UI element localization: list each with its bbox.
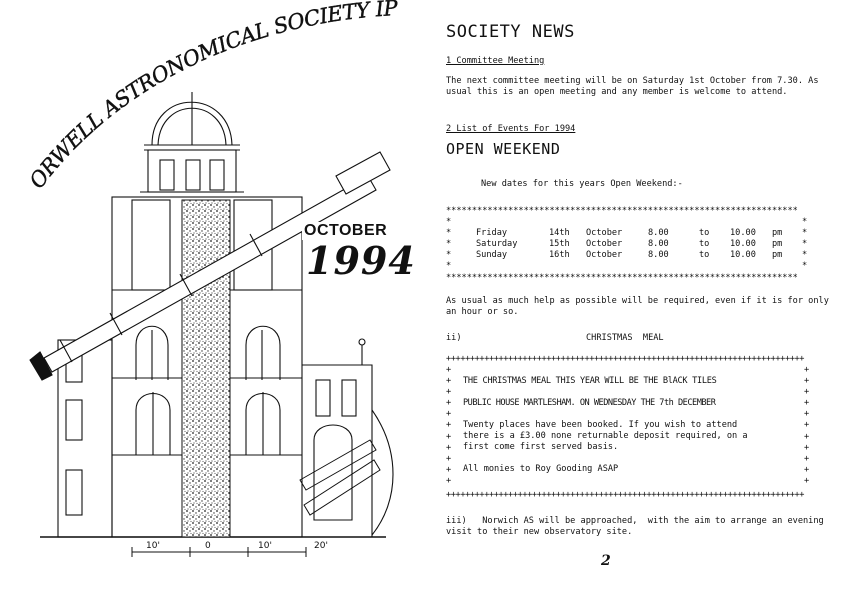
- christmas-line: there is a £3.00 none returnable deposit…: [463, 431, 748, 441]
- event-start: 8.00: [648, 239, 669, 249]
- open-weekend-title: OPEN WEEKEND: [446, 140, 561, 158]
- plus-side-right: + + + + + + + + + + +: [804, 365, 810, 486]
- committee-heading: 1 Committee Meeting: [446, 56, 545, 66]
- scale-bar: [131, 547, 307, 557]
- committee-paragraph: The next committee meeting will be on Sa…: [446, 76, 819, 97]
- event-start: 8.00: [648, 228, 669, 238]
- christmas-line: PUBLIC HOUSE MARTLESHAM. ON WEDNESDAY TH…: [463, 398, 716, 408]
- star-side: *: [446, 239, 452, 249]
- christmas-number: ii): [446, 333, 462, 343]
- norwich-paragraph: iii) Norwich AS will be approached, with…: [446, 516, 829, 537]
- event-ampm: pm: [772, 239, 783, 249]
- event-to: to: [699, 228, 710, 238]
- christmas-line: THE CHRISTMAS MEAL THIS YEAR WILL BE THE…: [463, 376, 717, 386]
- star-side: *: [446, 261, 452, 271]
- star-side: *: [446, 228, 452, 238]
- christmas-line: All monies to Roy Gooding ASAP: [463, 464, 619, 474]
- page-title: SOCIETY NEWS: [446, 22, 575, 42]
- event-end: 10.00: [730, 228, 756, 238]
- cover-page: ORWELL ASTRONOMICAL SOCIETY IPSWICH: [0, 0, 416, 557]
- scale-label: 0: [205, 541, 211, 551]
- christmas-title: CHRISTMAS MEAL: [586, 333, 664, 343]
- star-side: *: [446, 250, 452, 260]
- cover-year: 1994: [306, 238, 416, 283]
- event-month: October: [586, 239, 623, 249]
- scale-label: 10': [146, 541, 160, 551]
- open-weekend-intro: New dates for this years Open Weekend:-: [481, 179, 683, 189]
- event-day: Saturday: [476, 239, 518, 249]
- plus-border-top: ++++++++++++++++++++++++++++++++++++++++…: [446, 354, 805, 364]
- christmas-line: Twenty places have been booked. If you w…: [463, 420, 738, 430]
- star-border-bottom: ****************************************…: [446, 273, 798, 283]
- scale-label: 10': [258, 541, 272, 551]
- cover-month: OCTOBER: [302, 222, 390, 240]
- star-side: *: [802, 228, 808, 238]
- scale-label: 20': [314, 541, 328, 551]
- event-date: 16th: [549, 250, 570, 260]
- event-day: Friday: [476, 228, 508, 238]
- christmas-line: first come first served basis.: [463, 442, 619, 452]
- star-side: *: [446, 217, 452, 227]
- star-side: *: [802, 239, 808, 249]
- observatory-illustration: ORWELL ASTRONOMICAL SOCIETY IPSWICH: [0, 0, 400, 557]
- event-month: October: [586, 250, 623, 260]
- event-end: 10.00: [730, 250, 756, 260]
- event-ampm: pm: [772, 228, 783, 238]
- plus-side-left: + + + + + + + + + + +: [446, 365, 452, 486]
- event-ampm: pm: [772, 250, 783, 260]
- plus-border-bottom: ++++++++++++++++++++++++++++++++++++++++…: [446, 490, 805, 500]
- help-note: As usual as much help as possible will b…: [446, 296, 829, 317]
- event-to: to: [699, 239, 710, 249]
- star-side: *: [802, 261, 808, 271]
- event-date: 15th: [549, 239, 570, 249]
- event-month: October: [586, 228, 623, 238]
- event-day: Sunday: [476, 250, 508, 260]
- star-border-top: ****************************************…: [446, 206, 798, 216]
- star-side: *: [802, 250, 808, 260]
- page-number: 2: [601, 553, 611, 569]
- events-heading: 2 List of Events For 1994: [446, 124, 576, 134]
- event-start: 8.00: [648, 250, 669, 260]
- event-to: to: [699, 250, 710, 260]
- event-date: 14th: [549, 228, 570, 238]
- star-side: *: [802, 217, 808, 227]
- event-end: 10.00: [730, 239, 756, 249]
